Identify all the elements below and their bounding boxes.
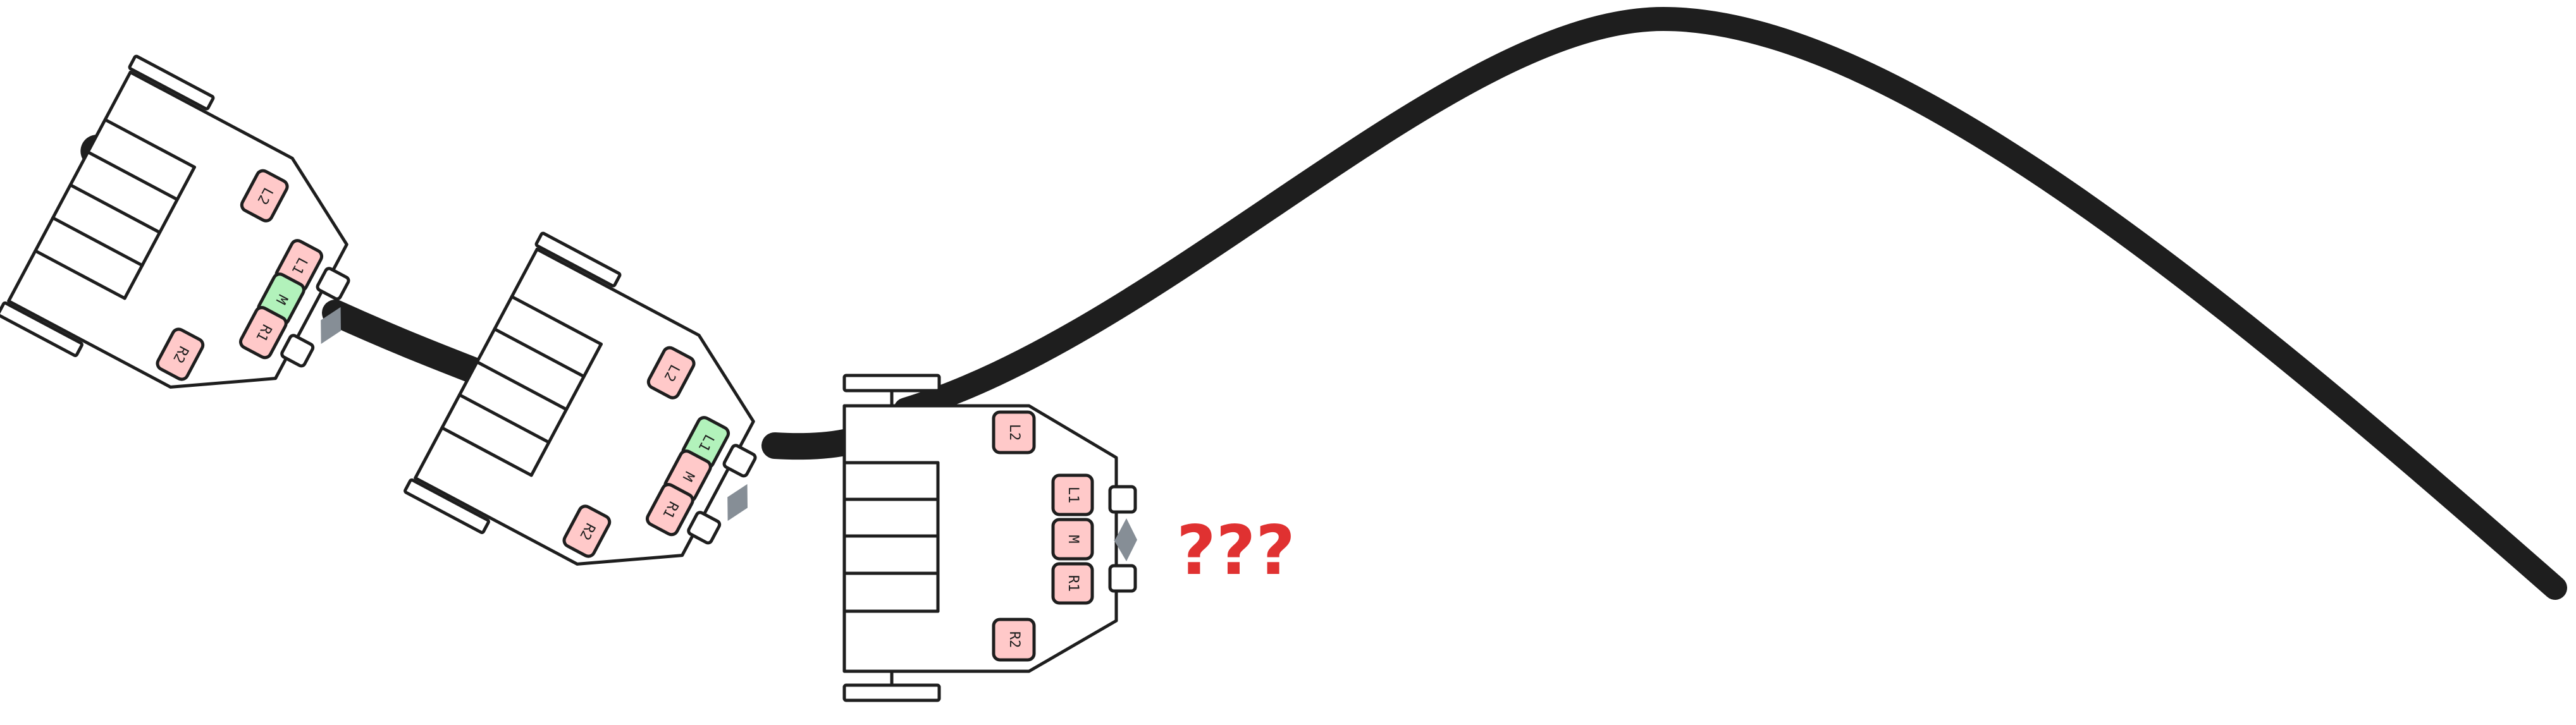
- controller-body: [842, 404, 1118, 673]
- hinge-marker: [727, 484, 748, 521]
- side-peg: [1108, 564, 1137, 593]
- button-r1[interactable]: R1: [238, 305, 288, 360]
- button-l2[interactable]: L2: [992, 410, 1036, 454]
- side-peg: [722, 444, 757, 478]
- button-r2[interactable]: R2: [155, 327, 205, 381]
- grip-frame-top: [103, 118, 196, 169]
- mount-tab-top: [128, 54, 215, 111]
- button-r2-shape: [562, 504, 612, 558]
- side-peg: [1108, 485, 1137, 514]
- grip-line: [86, 150, 179, 202]
- grip-line: [68, 183, 162, 235]
- button-m[interactable]: M: [1051, 518, 1094, 561]
- button-r2-shape: [992, 618, 1036, 662]
- grip-line: [475, 360, 569, 411]
- hinge-marker: [321, 307, 341, 344]
- grip-frame-top: [510, 295, 603, 346]
- grip-line: [51, 216, 144, 267]
- button-r2[interactable]: R2: [562, 504, 612, 558]
- grip-frame-bottom: [440, 426, 533, 477]
- button-r1[interactable]: R1: [645, 482, 695, 537]
- button-l2-shape: [646, 346, 696, 399]
- button-r1-shape: [1051, 562, 1094, 605]
- button-r2-label: R2: [1006, 631, 1022, 649]
- button-l1-shape: [1051, 473, 1094, 516]
- button-r1-label: R1: [1065, 575, 1081, 592]
- button-l2[interactable]: L2: [240, 169, 290, 223]
- button-l1[interactable]: L1: [1051, 473, 1094, 516]
- side-peg: [687, 511, 722, 545]
- button-r2[interactable]: R2: [992, 618, 1036, 662]
- long-cable: [894, 6, 2567, 600]
- mount-tab-top: [842, 374, 941, 393]
- button-r1[interactable]: R1: [1051, 562, 1094, 605]
- button-r1-shape: [238, 306, 288, 360]
- controller-2: L2 L1 M R1 R2: [404, 231, 757, 566]
- button-l1-label: L1: [1065, 487, 1081, 504]
- controller-3: L2 L1 M R1 R2: [842, 374, 1137, 702]
- button-m-shape: [1051, 518, 1094, 561]
- cable-2-3: [761, 428, 864, 460]
- button-l2-shape: [240, 169, 289, 222]
- mount-tab-bottom: [0, 301, 83, 357]
- button-m-label: M: [1065, 535, 1081, 543]
- mount-tab-bottom: [842, 683, 941, 702]
- question-annotation: ???: [1176, 511, 1295, 590]
- grip-frame-bottom: [34, 249, 126, 300]
- button-l2-shape: [992, 410, 1036, 454]
- hinge-marker: [1114, 518, 1137, 561]
- controller-1: L2 L1 M R1 R2: [0, 54, 350, 389]
- mount-tab-top: [534, 231, 622, 288]
- button-r2-shape: [156, 327, 205, 381]
- button-r1-shape: [645, 483, 694, 537]
- button-l2-label: L2: [1006, 424, 1022, 441]
- button-l2[interactable]: L2: [646, 346, 696, 400]
- side-peg: [280, 334, 315, 368]
- grip-line: [458, 393, 551, 444]
- grip-line: [493, 327, 586, 379]
- side-peg: [316, 267, 350, 301]
- mount-tab-bottom: [404, 478, 490, 534]
